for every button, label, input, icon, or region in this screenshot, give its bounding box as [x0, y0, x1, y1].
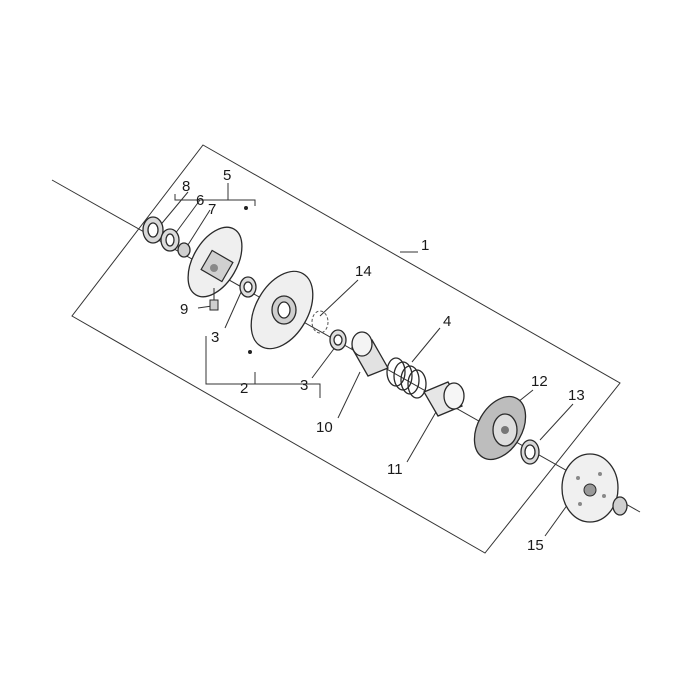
label-7: 7 — [208, 201, 216, 218]
label-4: 4 — [443, 313, 451, 330]
bracket-2-dot — [248, 350, 252, 354]
label-13: 13 — [568, 387, 585, 404]
label-2: 2 — [240, 380, 248, 397]
bracket-2 — [205, 336, 321, 398]
part-13-washer — [520, 439, 540, 465]
label-3a: 3 — [211, 329, 219, 346]
shaft-axis-line — [51, 179, 641, 513]
part-7-bushing — [177, 242, 191, 258]
label-8: 8 — [182, 178, 190, 195]
fixed-pulley-half — [187, 226, 243, 298]
part-10-sleeve — [351, 331, 389, 377]
label-5: 5 — [223, 167, 231, 184]
part-9-screw — [209, 288, 219, 311]
label-1: 1 — [421, 237, 429, 254]
retaining-nut — [612, 496, 628, 516]
part-12-clutch — [473, 395, 527, 461]
leader-lines — [157, 191, 574, 537]
part-6-bearing — [160, 228, 180, 252]
label-10: 10 — [316, 419, 333, 436]
label-12: 12 — [531, 373, 548, 390]
bracket-5 — [174, 194, 256, 206]
label-6: 6 — [196, 192, 204, 209]
part-8-bearing — [142, 216, 164, 244]
label-3b: 3 — [300, 377, 308, 394]
part-3-ring-b — [329, 329, 347, 351]
label-15: 15 — [527, 537, 544, 554]
part-11-cup — [423, 381, 465, 417]
part-4-spring — [386, 357, 427, 399]
label-9: 9 — [180, 301, 188, 318]
bracket-5-dot — [244, 206, 248, 210]
part-15-clutch-bell — [561, 453, 619, 523]
assembly-outline — [71, 144, 621, 554]
part-3-ring-a — [239, 276, 257, 298]
part-14-seal — [311, 310, 329, 334]
label-14: 14 — [355, 263, 372, 280]
part-2-movable-pulley — [250, 270, 314, 350]
label-11: 11 — [387, 461, 403, 478]
